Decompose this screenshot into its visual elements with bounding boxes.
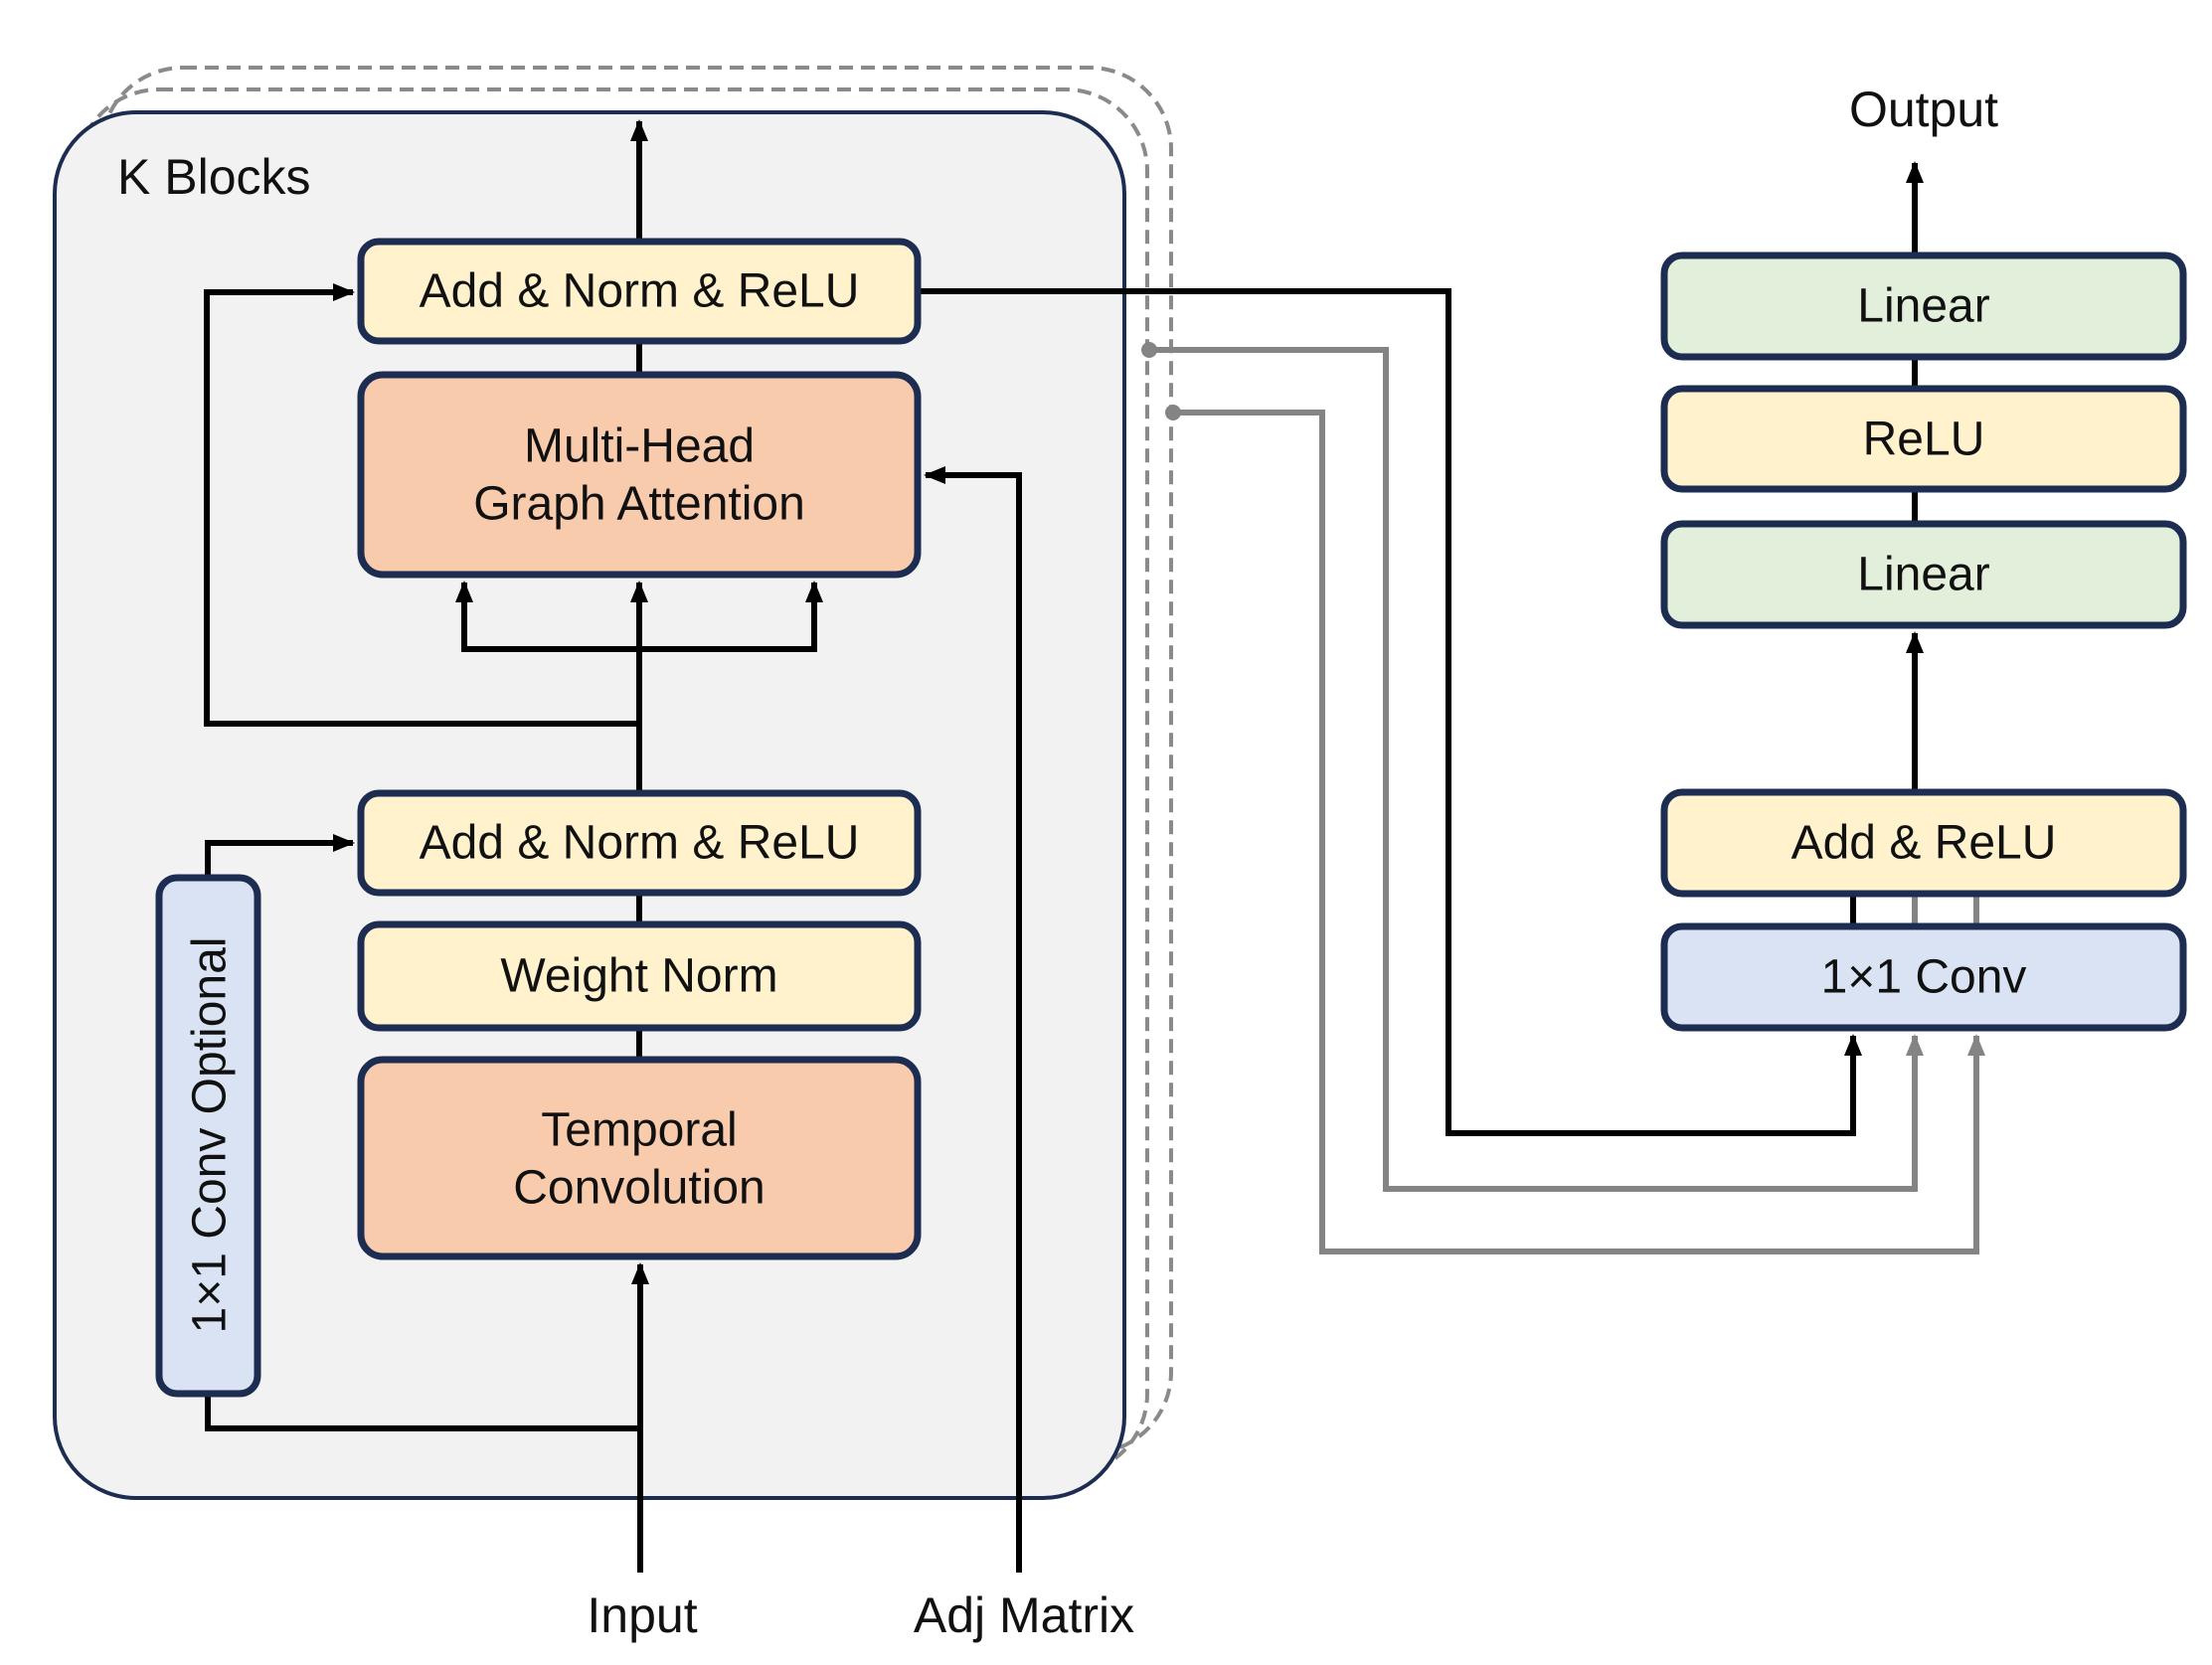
skip-tap-dot-2 — [1165, 405, 1181, 420]
head-conv-box[interactable]: 1×1 Conv — [1660, 922, 2187, 1032]
head-linear-bottom-box[interactable]: Linear — [1660, 520, 2187, 629]
residual-loop-bottom — [205, 1394, 640, 1431]
skip-connection-gray-2 — [1179, 410, 1985, 1254]
skip-connection-black — [918, 288, 1862, 1136]
qkv-branch-right — [639, 581, 823, 652]
mhga-label-line2: Graph Attention — [473, 478, 805, 531]
head-add-relu-label: Add & ReLU — [1791, 817, 2057, 870]
qkv-branch-left — [455, 581, 639, 652]
output-label: Output — [1849, 82, 1998, 137]
temporal-label-line2: Convolution — [513, 1162, 766, 1215]
add-norm-relu-top-box[interactable]: Add & Norm & ReLU — [357, 238, 922, 345]
head-conv-label: 1×1 Conv — [1821, 951, 2027, 1004]
head-linear-bottom-label: Linear — [1857, 549, 1989, 601]
head-relu-label: ReLU — [1863, 414, 1985, 466]
add-norm-relu-bottom-box[interactable]: Add & Norm & ReLU — [357, 789, 922, 897]
adj-matrix-line — [924, 466, 1022, 1573]
skip-connection-gray-1 — [1155, 347, 1924, 1192]
conv-optional-label: 1×1 Conv Optional — [184, 937, 237, 1334]
temporal-label-line1: Temporal — [541, 1104, 737, 1157]
residual-loop-top — [204, 283, 639, 727]
k-blocks-label: K Blocks — [117, 149, 311, 205]
head-relu-box[interactable]: ReLU — [1660, 385, 2187, 493]
conv-optional-box[interactable]: 1×1 Conv Optional — [155, 874, 261, 1398]
adj-matrix-label: Adj Matrix — [914, 1587, 1134, 1643]
multi-head-graph-attention-box[interactable]: Multi-Head Graph Attention — [357, 371, 922, 579]
head-linear-top-box[interactable]: Linear — [1660, 251, 2187, 361]
add-norm-relu-bottom-label: Add & Norm & ReLU — [420, 817, 860, 870]
residual-conv-to-add — [205, 834, 355, 878]
head-linear-top-label: Linear — [1857, 280, 1989, 333]
add-norm-relu-top-label: Add & Norm & ReLU — [420, 265, 860, 318]
head-add-relu-box[interactable]: Add & ReLU — [1660, 788, 2187, 898]
weight-norm-box[interactable]: Weight Norm — [357, 920, 922, 1032]
temporal-convolution-box[interactable]: Temporal Convolution — [357, 1056, 922, 1260]
mhga-label-line1: Multi-Head — [524, 420, 755, 473]
input-label: Input — [587, 1587, 697, 1643]
weight-norm-label: Weight Norm — [500, 950, 777, 1003]
skip-tap-dot-1 — [1141, 342, 1157, 358]
